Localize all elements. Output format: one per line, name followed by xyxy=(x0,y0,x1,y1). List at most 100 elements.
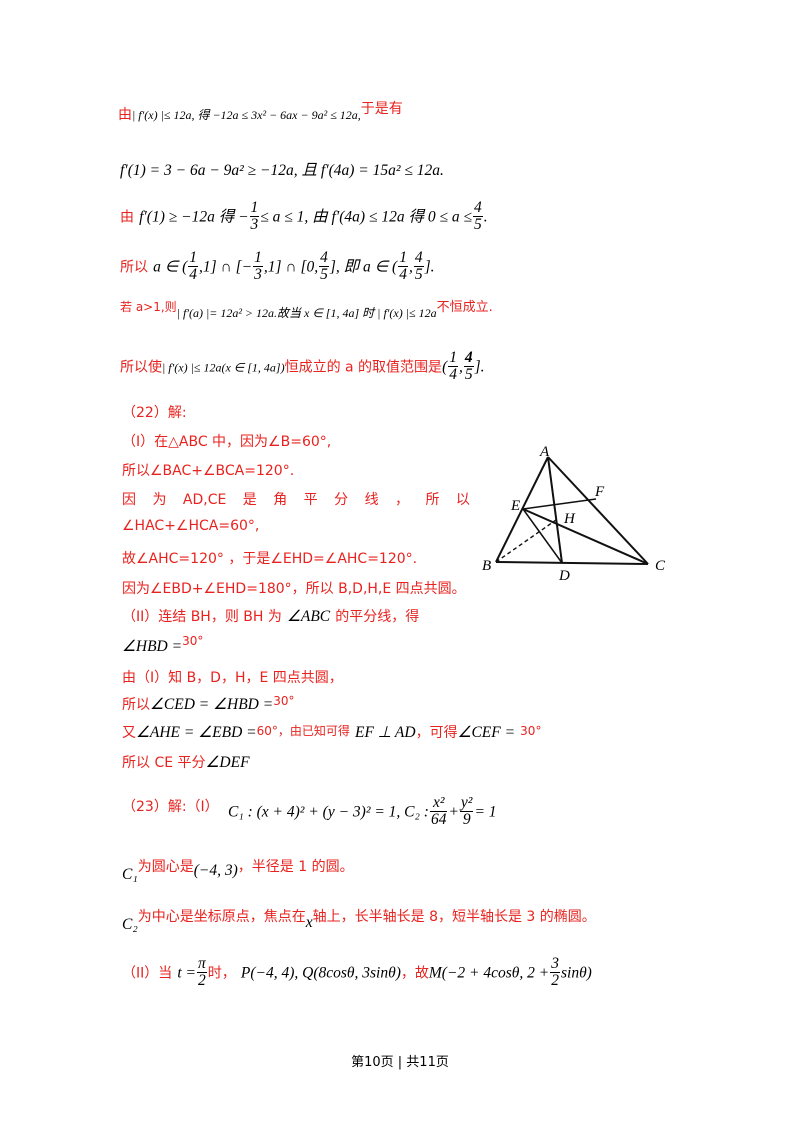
numerator: 4 xyxy=(319,249,329,268)
q22-part2-line3: 由（I）知 B，D，H，E 四点共圆， xyxy=(122,670,343,686)
text: 若 a>1,则 xyxy=(120,300,177,314)
math: + xyxy=(448,803,459,821)
math: sinθ) xyxy=(560,964,592,982)
numerator: x² xyxy=(429,794,448,813)
math: , xyxy=(408,258,413,276)
math: ∠HBD = xyxy=(122,638,183,655)
math: f′(1) = 3 − 6a − 9a² ≥ −12a, 且 f′(4a) = … xyxy=(120,162,444,179)
math: ,1] ∩ [0, xyxy=(263,258,319,276)
denominator: 64 xyxy=(430,811,447,829)
text: 所以 xyxy=(120,259,148,276)
q22-part1-line3: 因 为 AD,CE 是 角 平 分 线 ， 所 以 xyxy=(122,492,470,508)
math: ∠ABC xyxy=(286,608,331,625)
math: ( xyxy=(442,358,448,376)
text: 30° xyxy=(520,724,542,738)
segment-ed xyxy=(522,508,563,564)
q22-part1-line1: （I）在△ABC 中，因为∠B=60°, xyxy=(122,434,332,450)
math: ∠CED = ∠HBD = xyxy=(150,696,274,713)
text: ，故 xyxy=(400,965,429,982)
text: 于是有 xyxy=(360,101,403,117)
text: 所以 xyxy=(122,697,150,713)
q22-part2-line5: 又∠AHE = ∠EBD =60°，由已知可得 EF ⊥ AD，可得∠CEF =… xyxy=(122,722,541,742)
math: ]. xyxy=(474,358,485,376)
denominator: 5 xyxy=(414,266,423,284)
denominator: 3 xyxy=(254,266,262,284)
math: ]. xyxy=(424,258,435,276)
q22-part2-line6: 所以 CE 平分∠DEF xyxy=(122,752,250,772)
math: = 1 xyxy=(474,803,497,821)
text: 恒成立的 a 的取值范围是 xyxy=(284,359,443,376)
text: 由 xyxy=(118,107,132,123)
label-h: H xyxy=(563,511,576,527)
math: C₁ xyxy=(122,866,138,883)
q22-part2-line2: ∠HBD =30° xyxy=(122,634,203,656)
q23-c1-description: C₁为圆心是(−4, 3)，半径是 1 的圆。 xyxy=(122,856,354,883)
label-d: D xyxy=(558,568,570,580)
label-f: F xyxy=(594,484,605,500)
math: C₂ xyxy=(122,916,138,933)
text: ，可得 xyxy=(415,725,458,741)
q22-part1-line4: ∠HAC+∠HCA=60°, xyxy=(122,518,260,534)
solution-line-1: 由| f′(x) |≤ 12a, 得 −12a ≤ 3x² − 6ax − 9a… xyxy=(118,101,403,124)
text: ，半径是 1 的圆。 xyxy=(237,859,354,875)
segment-bh-dashed xyxy=(495,519,557,563)
denominator: 5 xyxy=(473,216,482,234)
text: （II）当 xyxy=(122,965,173,982)
side-ac xyxy=(547,456,649,565)
segment-ad xyxy=(547,456,563,564)
text: 又 xyxy=(122,725,136,741)
denominator: 4 xyxy=(399,266,407,284)
text: 为中心是坐标原点，焦点在 xyxy=(137,909,306,925)
q22-part1-line6: 因为∠EBD+∠EHD=180°，所以 B,D,H,E 四点共圆。 xyxy=(122,581,466,597)
math: | f′(x) |≤ 12a(x ∈ [1, 4a]) xyxy=(162,360,285,375)
label-a: A xyxy=(539,444,550,460)
math: C₁ : (x + 4)² + (y − 3)² = 1, C₂ : xyxy=(228,803,429,821)
math: ], 即 a ∈ ( xyxy=(329,258,398,276)
side-bc xyxy=(495,561,649,565)
math: | f′(a) |= 12a² > 12a.故当 x ∈ [1, 4a] 时 |… xyxy=(176,306,437,320)
denominator: 3 xyxy=(250,216,259,234)
q23-c2-description: C₂为中心是坐标原点，焦点在x轴上，长半轴长是 8，短半轴长是 3 的椭圆。 xyxy=(122,906,596,933)
denominator: 4 xyxy=(189,266,198,284)
math: ,1] ∩ [− xyxy=(199,258,253,276)
text: 所以使 xyxy=(120,359,162,376)
text: 时， xyxy=(207,965,236,982)
numerator: 1 xyxy=(398,249,408,268)
text: 轴上，长半轴长是 8，短半轴长是 3 的椭圆。 xyxy=(312,909,596,925)
q22-part2-line1: （II）连结 BH，则 BH 为 ∠ABC 的平分线，得 xyxy=(122,606,419,626)
text: （23）解:（I） xyxy=(122,799,219,815)
math: | f′(x) |≤ 12a, 得 −12a ≤ 3x² − 6ax − 9a²… xyxy=(132,108,361,122)
math: ≤ a ≤ 1, 由 f′(4a) ≤ 12a 得 0 ≤ a ≤ xyxy=(260,208,472,226)
text: 30° xyxy=(273,694,295,708)
text: （II）连结 BH，则 BH 为 xyxy=(122,609,282,625)
denominator: 2 xyxy=(551,972,559,990)
question-23-heading: （23）解:（I） xyxy=(122,796,219,816)
denominator: 5 xyxy=(320,266,328,284)
side-ab xyxy=(495,456,549,563)
numerator: 1 xyxy=(448,349,458,368)
q22-part1-line5: 故∠AHC=120° ，于是∠EHD=∠AHC=120°. xyxy=(122,551,418,567)
numerator: 4 xyxy=(413,249,424,268)
solution-line-6: 所以使| f′(x) |≤ 12a(x ∈ [1, 4a])恒成立的 a 的取值… xyxy=(120,349,485,384)
math: EF ⊥ AD xyxy=(354,724,416,741)
solution-line-2: f′(1) = 3 − 6a − 9a² ≥ −12a, 且 f′(4a) = … xyxy=(120,158,444,180)
numerator: y² xyxy=(459,794,474,813)
segment-ce xyxy=(522,508,649,565)
label-e: E xyxy=(510,498,520,514)
math: M(−2 + 4cosθ, 2 + xyxy=(428,964,550,982)
solution-line-5: 若 a>1,则| f′(a) |= 12a² > 12a.故当 x ∈ [1, … xyxy=(120,300,493,321)
